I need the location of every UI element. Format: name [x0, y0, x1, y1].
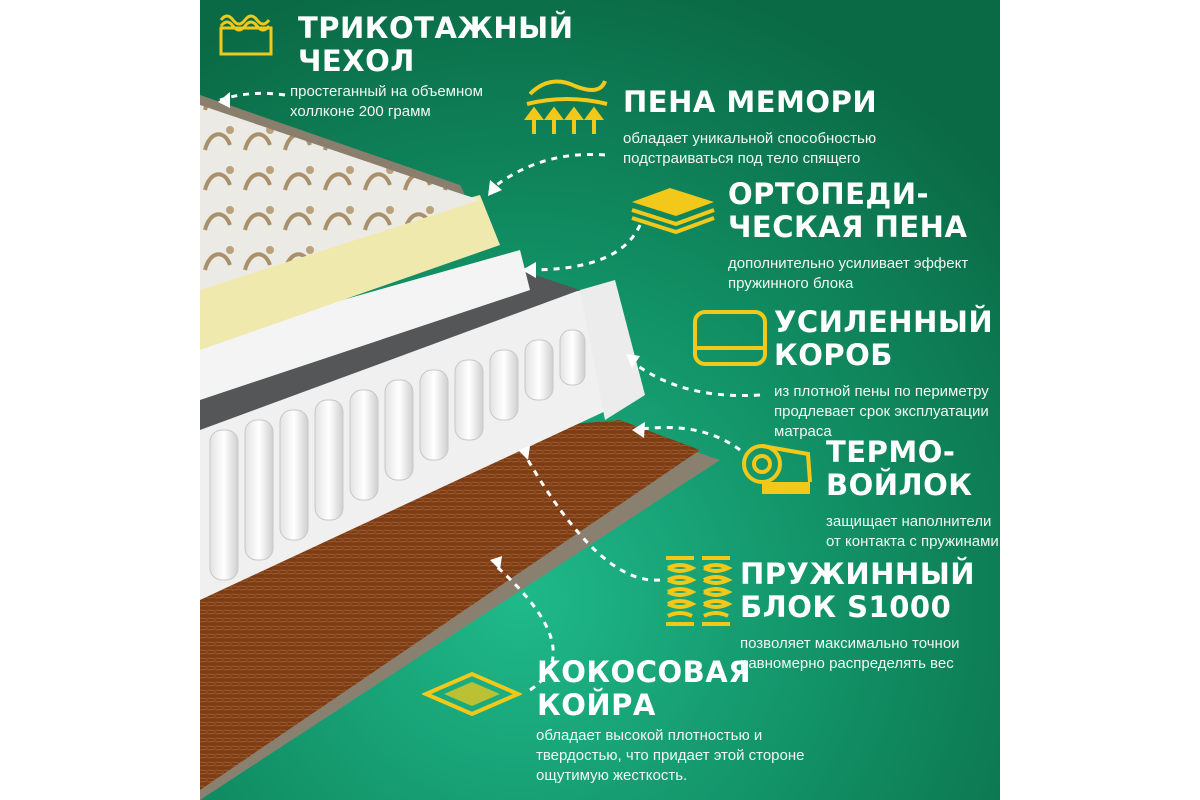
feature-memory-foam: ПЕНА МЕМОРИ обладает уникальной способно…	[623, 86, 877, 169]
feature-title: ПЕНА МЕМОРИ	[623, 85, 878, 119]
feature-title: ТЕРМО-	[826, 435, 956, 469]
feature-description: твердостью, что придает этой стороне	[536, 747, 805, 764]
mattress-illustration	[200, 0, 1000, 800]
mattress-box-icon	[692, 308, 768, 372]
springs-icon	[662, 552, 736, 634]
feature-description: позволяет максимально точнои	[740, 635, 960, 652]
feature-knitted-cover-desc: простеганный на объемном холлконе 200 гра…	[290, 72, 483, 122]
feature-title: ОРТОПЕДИ-	[728, 177, 930, 211]
feature-description: холлконе 200 грамм	[290, 103, 431, 120]
feature-description: обладает уникальной способностью	[623, 130, 877, 147]
feature-title: КОКОСОВАЯ	[537, 655, 752, 689]
foam-layers-icon	[630, 186, 716, 240]
feature-description: равномерно распределять вес	[740, 655, 954, 672]
orthopedic-foam-layer	[200, 250, 530, 400]
feature-description: простеганный на объемном	[290, 83, 483, 100]
feature-title: БЛОК S1000	[740, 590, 952, 624]
feature-title: УСИЛЕННЫЙ	[774, 305, 994, 339]
feature-title: КОРОБ	[774, 338, 893, 372]
knitted-cover-layer	[200, 100, 480, 290]
feature-description: подстраиваться под тело спящего	[623, 150, 861, 167]
feature-orthopedic-foam: ОРТОПЕДИ-ЧЕСКАЯ ПЕНА дополнительно усили…	[728, 178, 968, 294]
feature-title: ЧЕСКАЯ ПЕНА	[728, 210, 968, 244]
feature-title: КОЙРА	[537, 688, 656, 722]
coir-sheet-icon	[420, 670, 524, 724]
reinforced-box-edge	[580, 280, 645, 420]
feature-description: пружинного блока	[728, 275, 854, 292]
feature-description: от контакта с пружинами	[826, 533, 999, 550]
feature-description: защищает наполнители	[826, 513, 992, 530]
feature-thermo-felt: ТЕРМО-ВОЙЛОК защищает наполнители от конт…	[826, 436, 999, 552]
feature-description: из плотной пены по периметру	[774, 383, 989, 400]
pointer-arrows	[219, 91, 761, 692]
feature-title: ТРИКОТАЖНЫЙ	[298, 11, 574, 45]
feature-title: ЧЕХОЛ	[298, 44, 415, 78]
feature-description: ощутимую жесткость.	[536, 767, 688, 784]
feature-description: обладает высокой плотностью и	[536, 727, 763, 744]
felt-roll-icon	[740, 434, 816, 504]
memory-foam-hand-icon	[522, 64, 612, 143]
feature-description: матраса	[774, 423, 832, 440]
feature-description: дополнительно усиливает эффект	[728, 255, 969, 272]
wavy-cover-icon	[218, 14, 274, 62]
feature-coconut-coir-desc: обладает высокой плотностью и твердостью,…	[536, 716, 805, 786]
feature-description: продлевает срок эксплуатации	[774, 403, 989, 420]
memory-foam-layer	[200, 195, 500, 350]
feature-title: ВОЙЛОК	[826, 468, 973, 502]
feature-title: ПРУЖИННЫЙ	[740, 557, 976, 591]
arrow-heads	[218, 92, 645, 570]
